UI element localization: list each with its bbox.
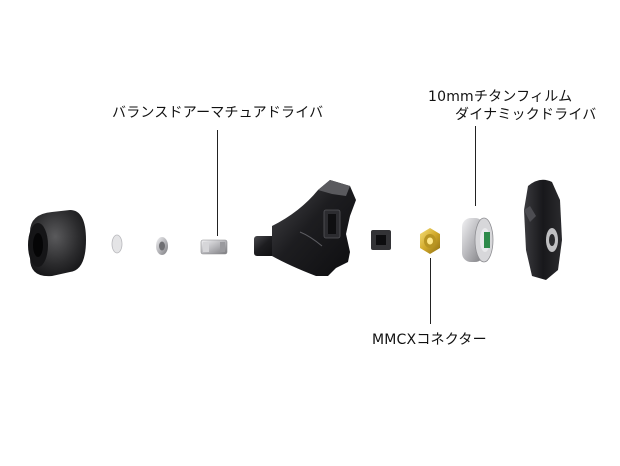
balanced-armature-driver [200,239,228,255]
damper-nut [156,237,168,255]
mmcx-leader-line [430,258,432,324]
ear-tip [28,210,86,277]
dynamic-driver-label-line2: ダイナミックドライバ [455,107,597,123]
balanced-armature-label: バランスドアーマチュアドライバ [112,105,324,121]
mmcx-connector [420,228,440,254]
square-gasket [371,230,391,250]
front-housing-nozzle [254,180,356,276]
filter-disc [111,234,123,254]
dynamic-driver [462,217,494,263]
rear-faceplate [524,179,562,280]
mmcx-connector-label: MMCXコネクター [372,332,487,348]
ba-leader-line [217,130,219,236]
dynamic-leader-line [475,126,477,206]
dynamic-driver-label-line1: 10mmチタンフィルム [428,89,573,105]
